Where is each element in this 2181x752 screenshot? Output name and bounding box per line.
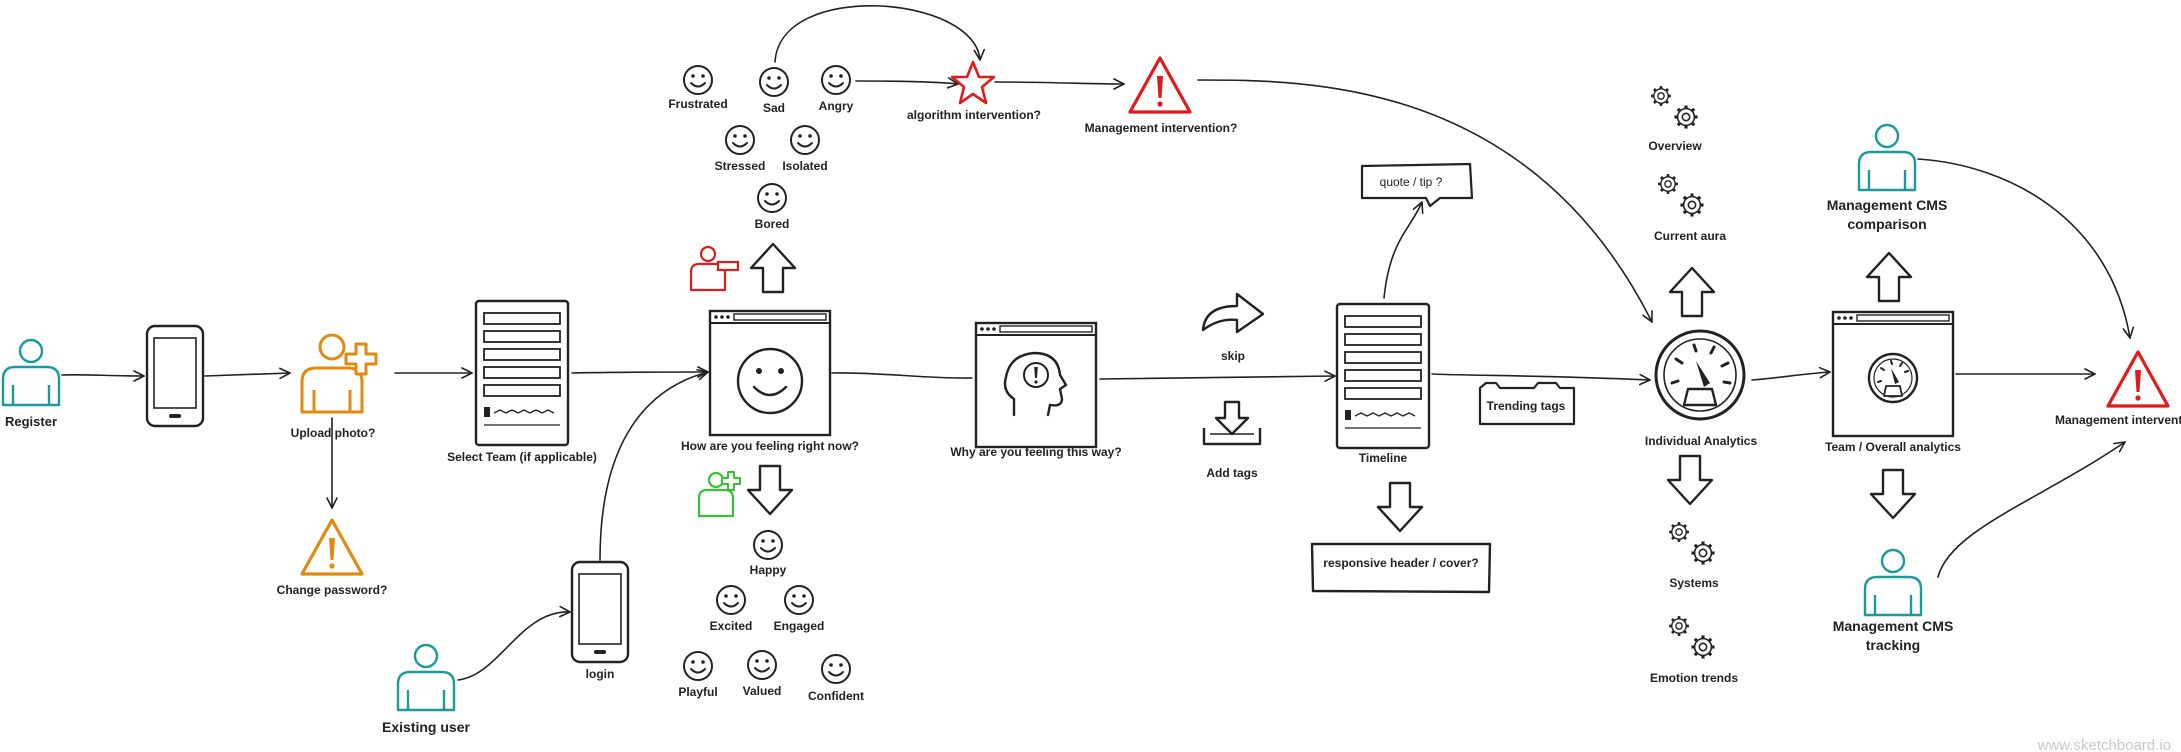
gears-icon — [1656, 172, 1706, 219]
mood-smiley-icon — [821, 654, 851, 684]
add-tags-label: Add tags — [1206, 466, 1258, 480]
mood-label: Isolated — [782, 159, 827, 173]
analytics-label: Emotion trends — [1650, 671, 1738, 685]
mood-smiley-icon — [683, 65, 713, 95]
mood-smiley-icon — [683, 651, 713, 681]
arrow-up-icon — [749, 242, 797, 294]
mgmt-cms-comparison-person-icon — [1857, 123, 1917, 192]
register-phone-icon — [145, 324, 205, 428]
mood-smiley-icon — [759, 67, 789, 97]
remove-user-icon — [689, 245, 740, 292]
how-feeling-label: How are you feeling right now? — [681, 439, 859, 453]
mood-smiley-icon — [784, 585, 814, 615]
download-tray-icon — [1202, 400, 1262, 446]
upload-photo-label: Upload photo? — [291, 426, 376, 440]
mood-label: Playful — [678, 685, 717, 699]
why-feeling-label: Why are you feeling this way? — [950, 445, 1121, 459]
add-user-icon — [300, 333, 378, 414]
mood-smiley-icon — [716, 585, 746, 615]
select-team-form-icon — [474, 299, 570, 447]
reason-screen-icon — [974, 321, 1098, 449]
arrow-down-icon — [1666, 454, 1714, 506]
arrow-down-icon — [746, 464, 794, 516]
add-user-green-icon — [697, 471, 741, 518]
login-label: login — [586, 667, 615, 681]
mood-smiley-icon — [747, 650, 777, 680]
trending-tags-box — [1478, 381, 1576, 426]
share-arrow-icon — [1201, 292, 1265, 334]
gears-icon — [1649, 84, 1700, 131]
analytics-label: Systems — [1669, 576, 1719, 590]
mood-screen-icon — [708, 309, 832, 437]
existing-user-label: Existing user — [382, 719, 470, 735]
register-label: Register — [5, 414, 57, 429]
individual-analytics-label: Individual Analytics — [1645, 434, 1758, 448]
algorithm-intervention-label: algorithm intervention? — [907, 108, 1041, 122]
arrow-down-icon — [1869, 468, 1917, 520]
gauge-icon — [1654, 329, 1746, 421]
mood-label: Excited — [710, 619, 753, 633]
arrow-up-icon — [1668, 266, 1716, 318]
mood-smiley-icon — [757, 183, 787, 213]
select-team-label: Select Team (if applicable) — [447, 450, 597, 464]
change-password-warning-icon — [300, 518, 364, 576]
quote-tip-label: quote / tip ? — [1380, 175, 1443, 189]
management-intervention-right-label: Management intervention? — [2055, 413, 2181, 427]
skip-label: skip — [1221, 349, 1245, 363]
mood-label: Bored — [755, 217, 790, 231]
quote-bubble-icon — [1360, 162, 1474, 208]
mgmt-cms-tracking-person-icon — [1863, 548, 1923, 617]
mood-smiley-icon — [821, 65, 851, 95]
existing-user-icon — [396, 643, 456, 712]
register-user-icon — [1, 338, 61, 407]
watermark: www.sketchboard.io — [2037, 737, 2171, 752]
mood-label: Happy — [750, 563, 787, 577]
management-intervention-label: Management intervention? — [1085, 121, 1238, 135]
analytics-label: Current aura — [1654, 229, 1726, 243]
mood-label: Stressed — [715, 159, 766, 173]
mood-smiley-icon — [725, 125, 755, 155]
connectors — [61, 4, 2135, 681]
mood-label: Confident — [808, 689, 864, 703]
timeline-label: Timeline — [1359, 451, 1408, 465]
star-icon — [950, 60, 996, 105]
analytics-label: Overview — [1648, 139, 1702, 153]
team-analytics-screen-icon — [1831, 310, 1955, 438]
timeline-form-icon — [1335, 302, 1431, 450]
mgmt-cms-tracking-label-1: Management CMS — [1833, 618, 1954, 634]
mood-label: Valued — [743, 684, 782, 698]
gears-icon — [1667, 614, 1717, 661]
responsive-header-label: responsive header / cover? — [1323, 556, 1478, 570]
mood-label: Sad — [763, 101, 785, 115]
mgmt-cms-comparison-label-1: Management CMS — [1827, 197, 1948, 213]
arrow-down-icon — [1376, 481, 1424, 533]
mood-smiley-icon — [753, 530, 783, 560]
mood-label: Angry — [819, 99, 854, 113]
trending-tags-label: Trending tags — [1487, 399, 1566, 413]
arrow-up-icon — [1865, 251, 1913, 303]
mood-label: Engaged — [774, 619, 825, 633]
management-warning-icon — [1128, 56, 1192, 114]
team-analytics-label: Team / Overall analytics — [1825, 440, 1961, 454]
mood-label: Frustrated — [668, 97, 727, 111]
mood-smiley-icon — [790, 125, 820, 155]
management-warning-icon — [2106, 350, 2170, 408]
gears-icon — [1667, 520, 1717, 567]
responsive-header-box — [1310, 542, 1492, 594]
mgmt-cms-comparison-label-2: comparison — [1847, 216, 1926, 232]
login-phone-icon — [570, 560, 630, 664]
change-password-label: Change password? — [277, 583, 388, 597]
mgmt-cms-tracking-label-2: tracking — [1866, 637, 1920, 653]
